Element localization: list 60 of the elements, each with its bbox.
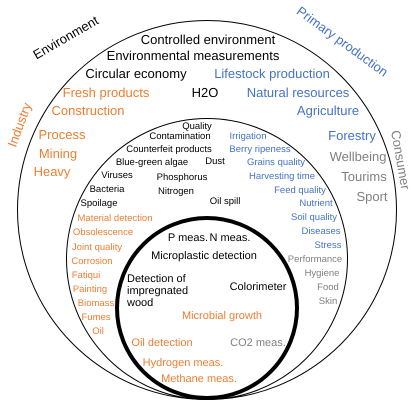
- sector-label: Lifestock production: [214, 66, 330, 82]
- measurement-label: N meas.: [210, 232, 250, 244]
- measurement-label: Microbial growth: [182, 310, 262, 322]
- application-label: Berry ripeness: [229, 144, 291, 156]
- application-label: Painting: [72, 284, 108, 296]
- application-label: Viruses: [101, 170, 133, 182]
- measurement-label: Hydrogen meas.: [142, 356, 224, 370]
- application-label: Nitrogen: [158, 186, 194, 198]
- application-label: Contamination: [149, 132, 211, 142]
- sector-label: Tourims: [341, 170, 387, 184]
- sector-label: Controlled environment: [140, 32, 276, 48]
- application-label: Performance: [288, 254, 342, 266]
- measurement-label: Detection of impregnated wood: [127, 272, 190, 310]
- sector-label: Forestry: [328, 128, 376, 144]
- application-label: Corrosion: [71, 256, 113, 268]
- application-label: Stress: [314, 240, 342, 252]
- measurement-label: Methane meas.: [161, 372, 237, 386]
- measurement-label: P meas.: [168, 232, 208, 244]
- application-label: Skin: [318, 296, 338, 308]
- sector-label: Agriculture: [296, 104, 360, 118]
- application-label: Phosphorus: [156, 172, 208, 184]
- application-label: Feed quality: [274, 186, 326, 196]
- sector-label: Heavy: [34, 164, 70, 180]
- sector-label: Fresh products: [62, 86, 150, 100]
- measurement-label: Oil detection: [131, 336, 193, 350]
- application-label: Food: [317, 282, 339, 294]
- sector-label: Natural resources: [246, 86, 350, 100]
- application-label: Irrigation: [230, 132, 266, 142]
- application-label: Joint quality: [72, 242, 122, 254]
- application-label: Oil spill: [210, 196, 240, 208]
- application-label: Counterfeit products: [126, 144, 212, 156]
- application-label: Dust: [205, 156, 225, 168]
- sector-label: Process: [38, 128, 86, 142]
- sector-label: Sport: [356, 190, 388, 204]
- application-label: Blue-green algae: [116, 158, 188, 168]
- application-label: Obsolescence: [72, 228, 134, 238]
- application-label: Fumes: [81, 312, 111, 324]
- application-label: Soil quality: [291, 212, 337, 224]
- application-label: Biomass: [78, 298, 114, 310]
- application-label: Fatiqui: [72, 270, 100, 282]
- application-label: Oil: [92, 326, 104, 338]
- measurement-label: Microplastic detection: [151, 250, 257, 262]
- measurement-label: Colorimeter: [230, 280, 286, 294]
- application-label: Diseases: [301, 226, 341, 238]
- sector-label: Environmental measurements: [106, 48, 280, 64]
- sector-label: Construction: [52, 104, 124, 118]
- application-label: Nutrient: [299, 198, 333, 210]
- application-label: Grains quality: [246, 158, 306, 168]
- application-label: Quality: [182, 122, 212, 132]
- application-label: Hygiene: [304, 268, 340, 280]
- application-label: Harvesting time: [249, 172, 315, 182]
- sector-label: Wellbeing: [330, 150, 386, 164]
- measurement-label: CO2 meas.: [230, 336, 286, 350]
- sector-label: Circular economy: [85, 66, 187, 82]
- application-label: Bacteria: [90, 184, 124, 196]
- application-label: Spoilage: [80, 198, 118, 210]
- application-label: Material detection: [78, 214, 152, 224]
- sector-label: H2O: [192, 86, 218, 100]
- sector-heading: Consumer: [388, 129, 411, 191]
- sector-label: Mining: [38, 146, 78, 162]
